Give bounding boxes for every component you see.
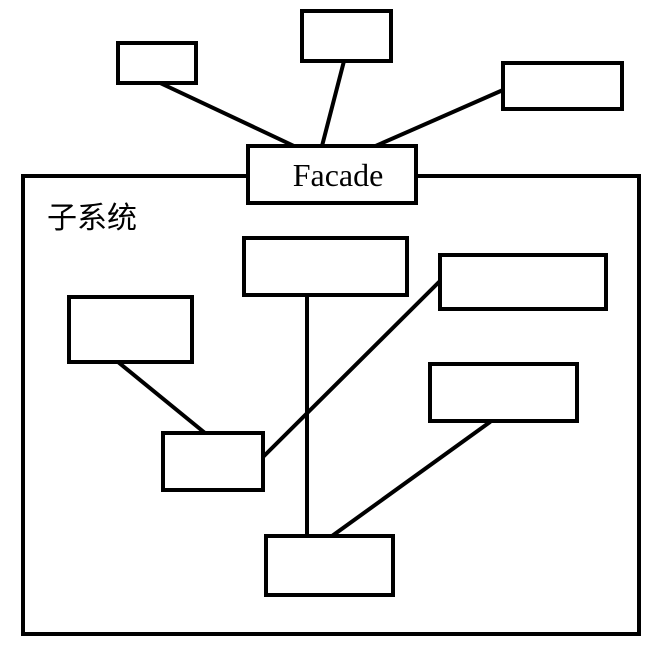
edge-client-left-to-facade xyxy=(156,80,296,148)
client-box-right xyxy=(501,61,624,111)
edge-client-middle-to-facade xyxy=(320,59,346,148)
component-box-top-right xyxy=(438,253,608,311)
component-box-bottom xyxy=(264,534,395,597)
component-box-left xyxy=(67,295,194,364)
component-box-right xyxy=(428,362,579,423)
component-box-middle xyxy=(161,431,265,492)
edge-right-to-bottom xyxy=(330,420,492,538)
edge-client-right-to-facade xyxy=(369,88,505,150)
subsystem-label: 子系统 xyxy=(47,201,137,236)
client-box-left xyxy=(116,41,198,85)
edge-left-to-middle xyxy=(116,360,207,435)
facade-label: Facade xyxy=(293,157,384,193)
facade-box xyxy=(246,144,418,205)
client-box-middle xyxy=(300,9,393,63)
edge-middle-to-top-right xyxy=(261,279,442,459)
component-box-top-center xyxy=(242,236,409,297)
